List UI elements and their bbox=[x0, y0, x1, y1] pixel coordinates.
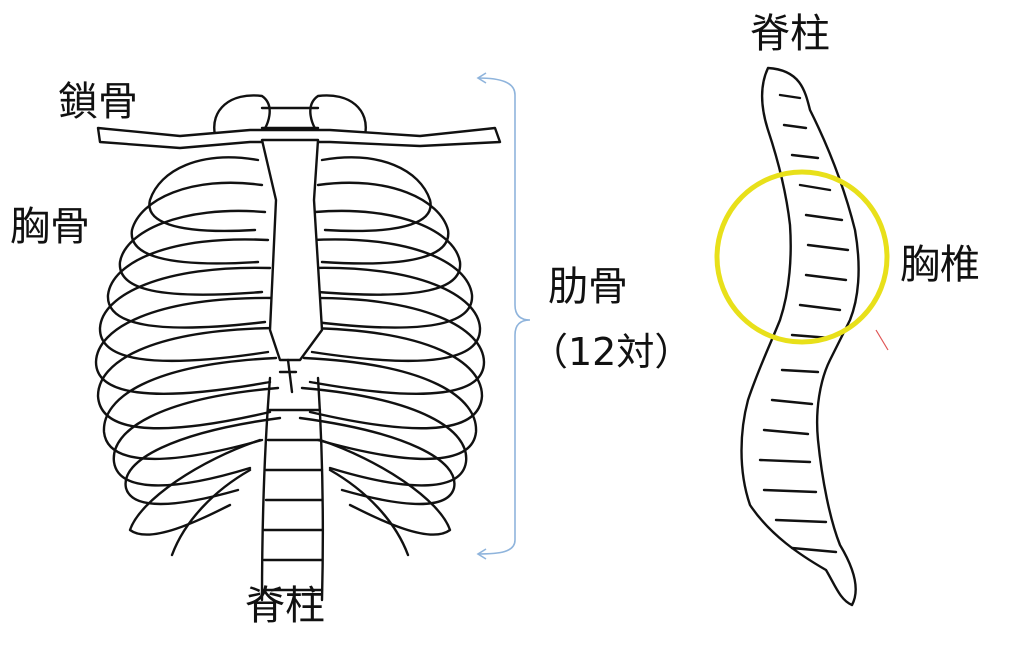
front-spine bbox=[260, 376, 324, 602]
left-ribs bbox=[94, 156, 282, 557]
ribs-bracket bbox=[476, 72, 531, 560]
left-shoulder bbox=[213, 94, 271, 140]
rib-cage bbox=[94, 94, 502, 602]
first-vertebra bbox=[260, 106, 320, 130]
label-spine-front: 脊柱 bbox=[245, 583, 325, 629]
spine-side-view bbox=[740, 66, 860, 607]
sternum-bone bbox=[260, 138, 324, 362]
label-sternum: 胸骨 bbox=[10, 204, 90, 250]
clavicle-bone bbox=[96, 126, 502, 150]
xiphoid bbox=[278, 358, 298, 394]
label-clavicle: 鎖骨 bbox=[58, 79, 138, 125]
red-tick-mark bbox=[875, 329, 889, 351]
label-ribs: 肋骨 bbox=[548, 264, 628, 310]
right-ribs bbox=[298, 156, 486, 557]
label-spine-side: 脊柱 bbox=[750, 11, 830, 57]
label-thoracic-vertebrae: 胸椎 bbox=[900, 242, 980, 288]
label-ribs-count: （12対） bbox=[530, 330, 693, 374]
right-shoulder bbox=[309, 94, 367, 140]
thoracic-highlight-ring bbox=[714, 169, 890, 345]
